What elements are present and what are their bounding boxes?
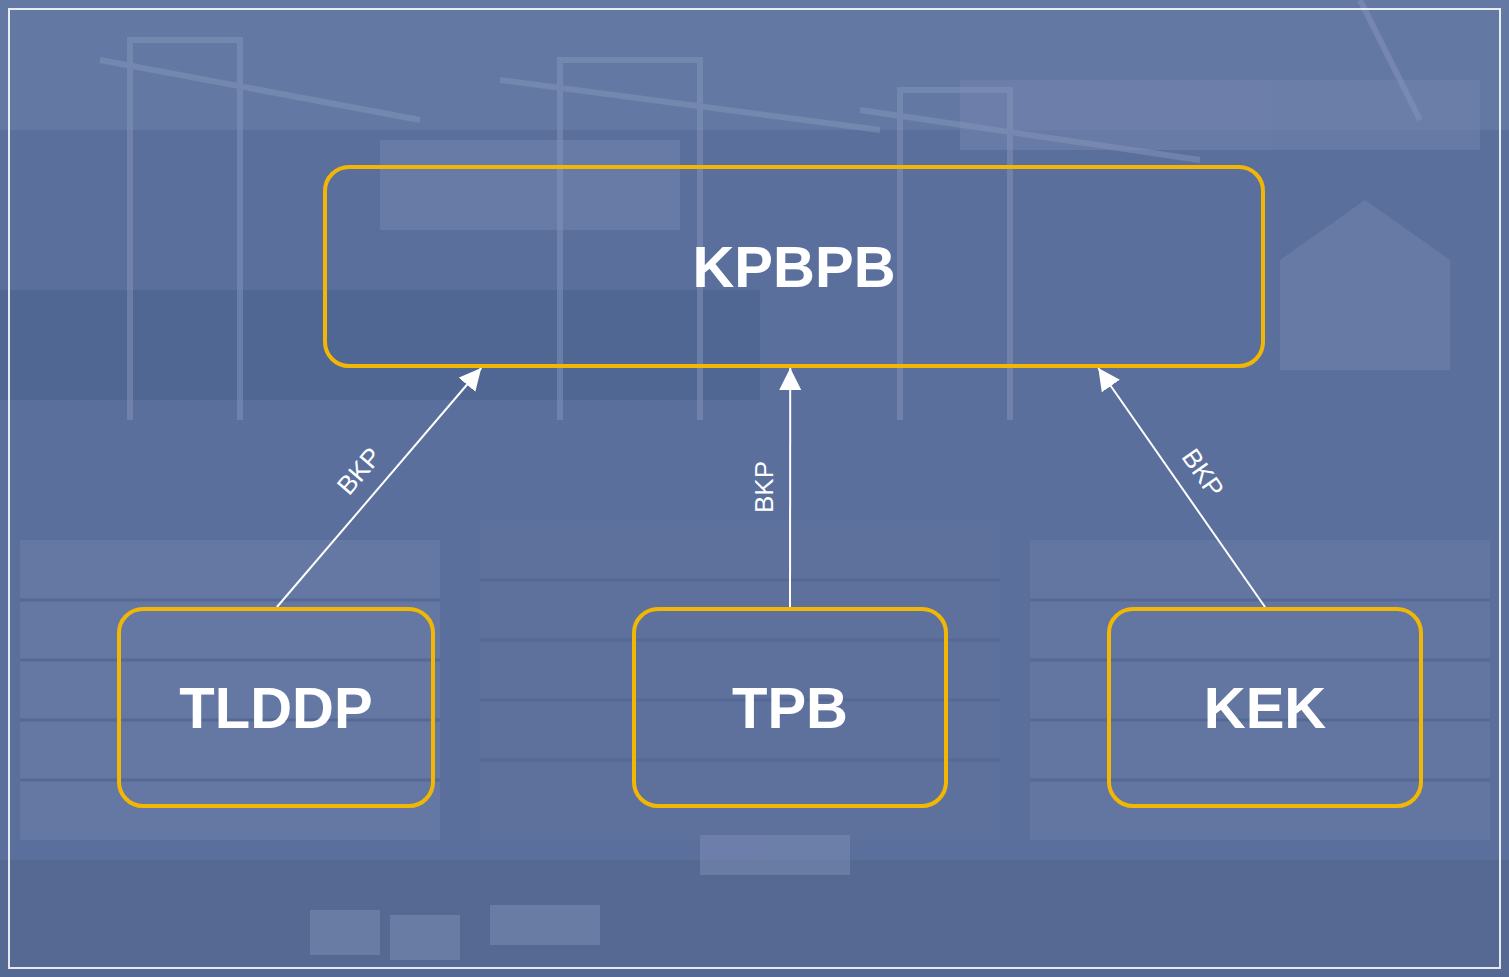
arrow-label: BKP — [751, 461, 777, 513]
process-box: TLDDP — [117, 607, 435, 808]
process-box: TPB — [632, 607, 948, 808]
container-stacks — [20, 520, 1490, 840]
flow-arrow — [1098, 368, 1265, 607]
trucks — [310, 835, 850, 960]
cranes — [100, 0, 1420, 420]
flow-arrow — [789, 368, 791, 607]
box-label: TPB — [732, 676, 848, 740]
warehouses — [380, 80, 1480, 370]
box-label: TLDDP — [179, 676, 372, 740]
frame — [9, 9, 1500, 968]
water — [0, 290, 760, 400]
flow-arrow — [277, 368, 481, 607]
yard-road — [0, 860, 1509, 977]
process-box: KEK — [1107, 607, 1423, 808]
box-label: KEK — [1204, 676, 1326, 740]
box-label: KPBPB — [692, 235, 895, 299]
process-box: KPBPB — [323, 165, 1265, 368]
